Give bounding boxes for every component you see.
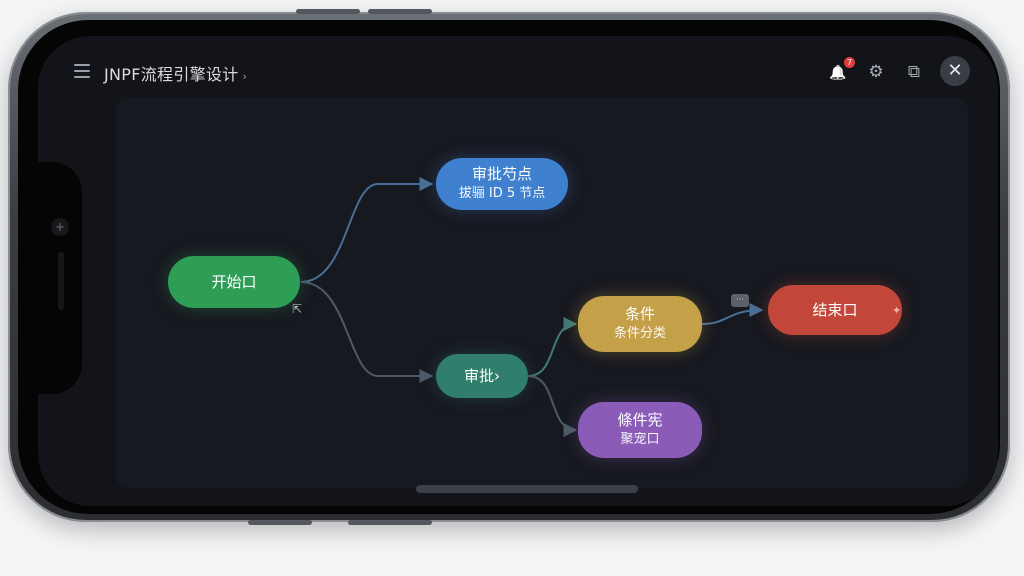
cursor-icon: ⇱ — [292, 302, 303, 316]
home-indicator[interactable] — [416, 485, 638, 493]
node-condition-label: 条件 — [624, 305, 655, 323]
side-button — [348, 520, 432, 525]
app-title-text: JNPF流程引擎设计 — [104, 65, 239, 84]
node-condition-2[interactable]: 條件宪 聚宠口 — [578, 402, 702, 458]
node-approval-1-label: 审批芍点 — [471, 165, 532, 183]
side-button — [248, 520, 312, 525]
node-approval-2[interactable]: 审批› — [436, 354, 528, 398]
node-condition-2-sub: 聚宠口 — [620, 432, 660, 447]
node-start[interactable]: 开始口 — [168, 256, 300, 308]
bell-icon[interactable]: 🔔 7 — [825, 57, 855, 85]
title-caret-icon[interactable]: › — [242, 70, 248, 83]
edge-condition-end — [701, 303, 764, 325]
node-end[interactable]: 结束口 — [768, 285, 902, 335]
edge-approval2-condition2 — [527, 375, 578, 437]
node-condition-2-label: 條件宪 — [617, 411, 663, 429]
node-condition-sub: 条件分类 — [613, 326, 666, 341]
node-approval-1-sub: 拔骊 ID 5 节点 — [458, 186, 546, 201]
camera-notch — [18, 162, 82, 394]
flow-edges — [300, 177, 764, 437]
close-icon: ✕ — [947, 60, 963, 81]
node-end-label: 结束口 — [812, 301, 858, 319]
phone-frame: JNPF流程引擎设计› 🔔 7 ⚙ ⧉ ✕ — [8, 9, 1010, 525]
node-start-label: 开始口 — [211, 273, 257, 291]
sparkle-icon: ✦ — [892, 304, 902, 317]
node-condition[interactable]: 条件 条件分类 — [578, 296, 702, 352]
edge-approval2-condition — [527, 317, 578, 377]
menu-icon[interactable] — [74, 64, 90, 78]
close-button[interactable]: ✕ — [940, 56, 970, 86]
bell-glyph: 🔔 — [829, 65, 847, 81]
app-screen: JNPF流程引擎设计› 🔔 7 ⚙ ⧉ ✕ — [38, 36, 998, 506]
node-approval-1[interactable]: 审批芍点 拔骊 ID 5 节点 — [436, 158, 568, 210]
expand-glyph: ⧉ — [907, 62, 921, 82]
notification-badge: 7 — [844, 57, 855, 68]
gear-glyph: ⚙ — [868, 62, 884, 82]
camera-icon: + — [51, 218, 69, 236]
gear-icon[interactable]: ⚙ — [863, 59, 889, 85]
volume-button — [368, 9, 432, 14]
expand-icon[interactable]: ⧉ — [901, 59, 927, 85]
flow-canvas[interactable]: 开始口 审批芍点 拔骊 ID 5 节点 审批› 条件 条件分类 條件宪 聚宠口 … — [116, 98, 968, 488]
top-bar: JNPF流程引擎设计› 🔔 7 ⚙ ⧉ ✕ — [68, 52, 970, 92]
edge-start-approval2 — [300, 281, 434, 383]
edge-start-approval1 — [300, 177, 434, 283]
node-approval-2-label: 审批› — [464, 367, 500, 385]
app-title: JNPF流程引擎设计› — [104, 61, 247, 85]
speaker-grille — [58, 252, 64, 310]
volume-button — [296, 9, 360, 14]
comment-icon[interactable]: ··· — [731, 294, 749, 307]
